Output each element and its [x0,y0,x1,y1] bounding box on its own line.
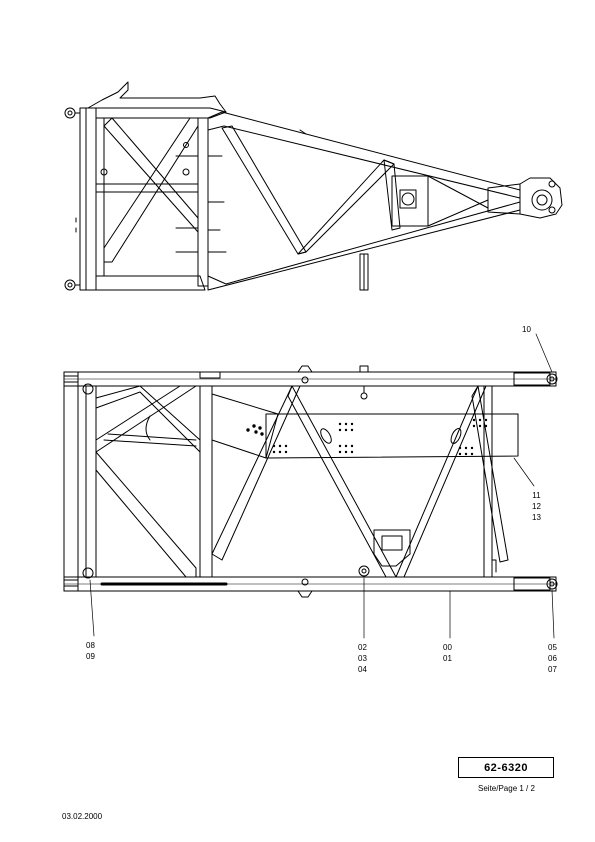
top-lug [87,81,227,113]
callout-05-07: 05 06 07 [548,643,557,674]
left-end-frame [79,107,97,291]
pin-eye-top-left [64,107,76,119]
page-indicator: Seite/Page 1 / 2 [478,784,535,793]
callout-02-04: 02 03 04 [358,643,367,674]
callout-10: 10 [522,325,531,334]
callout-08-09: 08 09 [86,641,95,661]
cross-beam [265,413,519,459]
upper-chord [207,111,521,199]
part-number: 62-6320 [484,761,528,774]
leader-lines [89,333,555,639]
callout-11-13: 11 12 13 [532,491,541,522]
side-view [64,81,563,291]
part-number-box: 62-6320 [458,757,554,778]
pin-eye-bottom-left [64,279,76,291]
plan-view [63,365,558,598]
drawing-date: 03.02.2000 [62,812,103,821]
callout-00-01: 00 01 [443,643,452,663]
